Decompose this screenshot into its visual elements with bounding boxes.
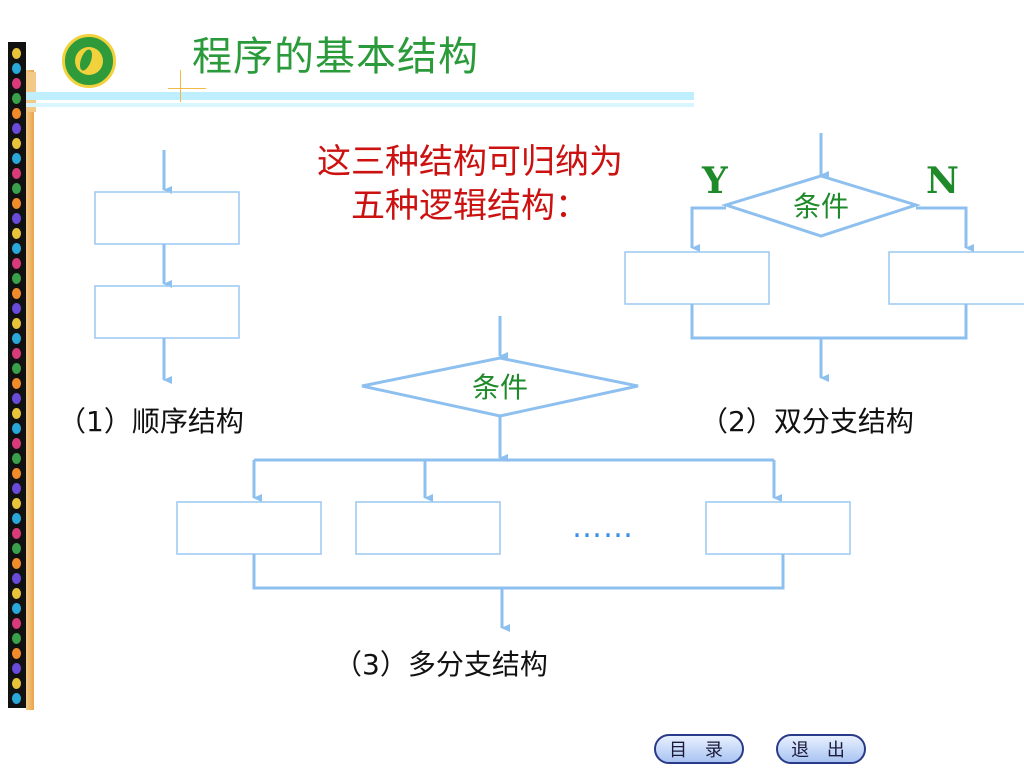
sequential-structure (94, 150, 240, 384)
double-branch-yes-box (624, 251, 770, 305)
decorative-dot (12, 273, 21, 284)
decorative-dot (12, 333, 21, 344)
decorative-dot (12, 108, 21, 119)
decorative-dot (12, 633, 21, 644)
decorative-dot (12, 663, 21, 674)
multi-branch-box-2 (355, 501, 501, 555)
multi-branch-structure (176, 316, 851, 632)
title-crosshair-horizontal (168, 88, 206, 89)
decorative-dot (12, 198, 21, 209)
decorative-dot (12, 93, 21, 104)
decorative-dot (12, 438, 21, 449)
multi-branch-condition-label: 条件 (471, 371, 528, 404)
decorative-dot (12, 363, 21, 374)
decorative-dot (12, 378, 21, 389)
decorative-dot (12, 63, 21, 74)
decorative-dot (12, 603, 21, 614)
decorative-dot (12, 213, 21, 224)
decorative-dot (12, 408, 21, 419)
decorative-dot (12, 153, 21, 164)
multi-branch-box-1 (176, 501, 322, 555)
left-decorative-bar (8, 42, 26, 708)
double-branch-condition-diamond (721, 174, 921, 238)
decorative-dot (12, 678, 21, 689)
decorative-dot (12, 543, 21, 554)
sequential-caption: （1）顺序结构 (58, 405, 244, 438)
decorative-dot (12, 48, 21, 59)
heading-line-1: 这三种结构可归纳为 (317, 142, 623, 182)
heading-line-2: 五种逻辑结构： (351, 186, 589, 226)
decorative-dot (12, 123, 21, 134)
decorative-dot (12, 78, 21, 89)
decorative-dot (12, 558, 21, 569)
decorative-dot (12, 618, 21, 629)
decorative-dot (12, 648, 21, 659)
left-decorative-stripe (26, 70, 34, 710)
decorative-dot (12, 318, 21, 329)
decorative-dot (12, 468, 21, 479)
decorative-dot (12, 483, 21, 494)
title-crosshair-vertical (180, 70, 181, 102)
decorative-dot (12, 498, 21, 509)
yes-label: Y (702, 160, 728, 202)
double-branch-caption: （2）双分支结构 (700, 405, 914, 438)
decorative-dot (12, 423, 21, 434)
decorative-dot (12, 573, 21, 584)
no-label: N (926, 160, 959, 202)
exit-button[interactable]: 退 出 (776, 734, 866, 764)
decorative-dot (12, 348, 21, 359)
decorative-dot (12, 393, 21, 404)
page-title: 程序的基本结构 (192, 34, 479, 80)
double-branch-structure (624, 133, 1024, 382)
decorative-dot (12, 183, 21, 194)
decorative-dot (12, 303, 21, 314)
multi-branch-ellipsis: …… (572, 510, 634, 545)
title-underline (26, 92, 694, 100)
decorative-dot (12, 453, 21, 464)
decorative-dot (12, 693, 21, 704)
title-underline-thin (26, 103, 694, 107)
double-branch-condition-label: 条件 (792, 190, 849, 223)
decorative-dot (12, 243, 21, 254)
contents-button[interactable]: 目 录 (654, 734, 744, 764)
sequential-box-2 (94, 285, 240, 339)
decorative-dot (12, 228, 21, 239)
double-branch-no-box (888, 251, 1024, 305)
slide-heading: 这三种结构可归纳为 五种逻辑结构： (290, 140, 650, 228)
decorative-dot (12, 588, 21, 599)
sequential-box-1 (94, 191, 240, 245)
decorative-dot (12, 258, 21, 269)
decorative-dot (12, 288, 21, 299)
decorative-dot (12, 138, 21, 149)
decorative-dot (12, 168, 21, 179)
school-logo-icon (62, 34, 116, 88)
decorative-dot (12, 528, 21, 539)
multi-branch-caption: （3）多分支结构 (334, 648, 548, 681)
decorative-dot (12, 513, 21, 524)
multi-branch-box-n (705, 501, 851, 555)
